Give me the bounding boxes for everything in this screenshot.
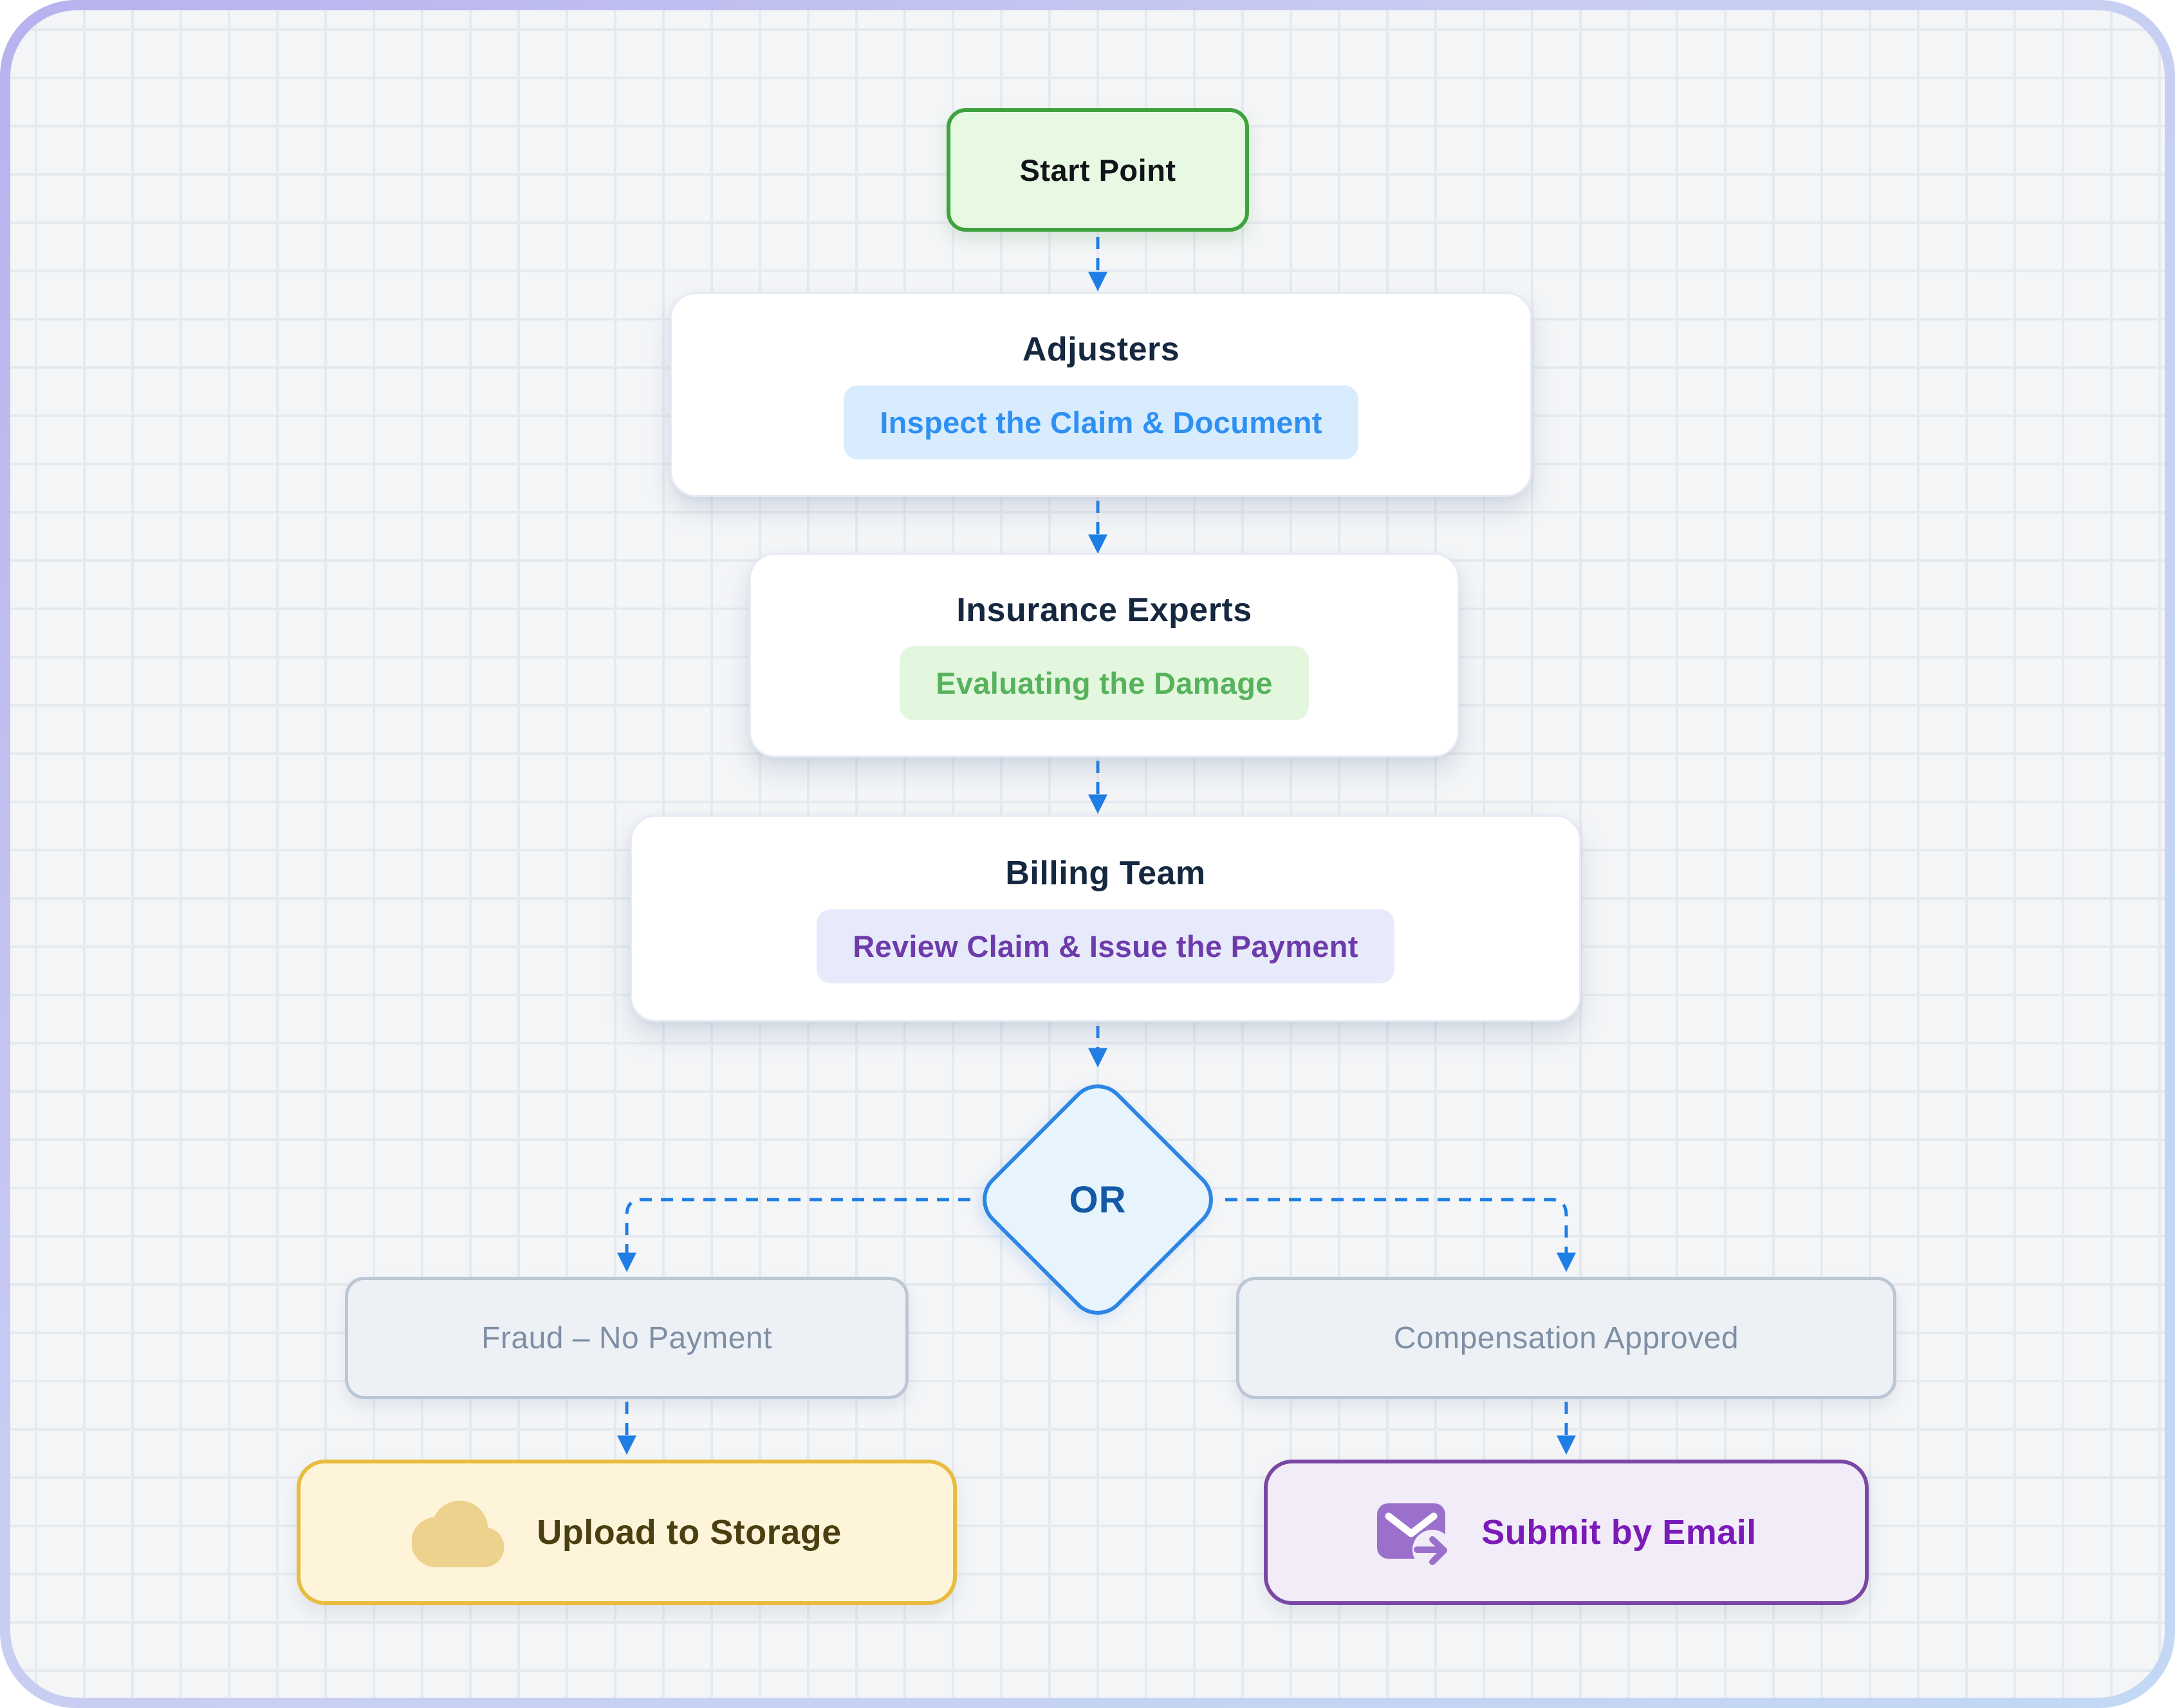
step-subtitle-pill: Evaluating the Damage: [900, 645, 1309, 720]
decision-label: OR: [1069, 1178, 1127, 1221]
result-node-submit-email: Submit by Email: [1264, 1460, 1869, 1605]
decision-diamond: OR: [970, 1072, 1225, 1327]
step-title: Adjusters: [1022, 330, 1180, 368]
step-subtitle-label: Inspect the Claim & Document: [880, 405, 1322, 440]
branch-label: Fraud – No Payment: [481, 1321, 772, 1355]
start-node: Start Point: [947, 108, 1249, 232]
step-card-billing-team: Billing Team Review Claim & Issue the Pa…: [630, 815, 1581, 1022]
step-subtitle-pill: Review Claim & Issue the Payment: [817, 909, 1394, 983]
step-card-insurance-experts: Insurance Experts Evaluating the Damage: [749, 553, 1459, 757]
branch-node-compensation: Compensation Approved: [1236, 1277, 1896, 1399]
connector-decision-to-compensation: [1225, 1198, 1576, 1272]
step-title: Billing Team: [1005, 854, 1206, 892]
step-card-adjusters: Adjusters Inspect the Claim & Document: [670, 292, 1532, 497]
mail-forward-icon: [1377, 1503, 1453, 1568]
branch-node-fraud: Fraud – No Payment: [345, 1277, 909, 1399]
connector-decision-to-fraud: [617, 1198, 970, 1272]
grid-canvas: Start Point Adjusters Inspect the Claim …: [10, 10, 2165, 1698]
step-subtitle-label: Evaluating the Damage: [936, 665, 1273, 700]
step-subtitle-label: Review Claim & Issue the Payment: [853, 929, 1358, 963]
step-subtitle-pill: Inspect the Claim & Document: [844, 385, 1358, 459]
result-label: Submit by Email: [1481, 1513, 1757, 1552]
branch-label: Compensation Approved: [1393, 1321, 1739, 1355]
result-node-upload-storage: Upload to Storage: [297, 1460, 957, 1605]
step-title: Insurance Experts: [956, 591, 1252, 629]
cloud-icon: [412, 1500, 504, 1568]
result-label: Upload to Storage: [537, 1513, 842, 1552]
start-node-label: Start Point: [1019, 153, 1176, 187]
